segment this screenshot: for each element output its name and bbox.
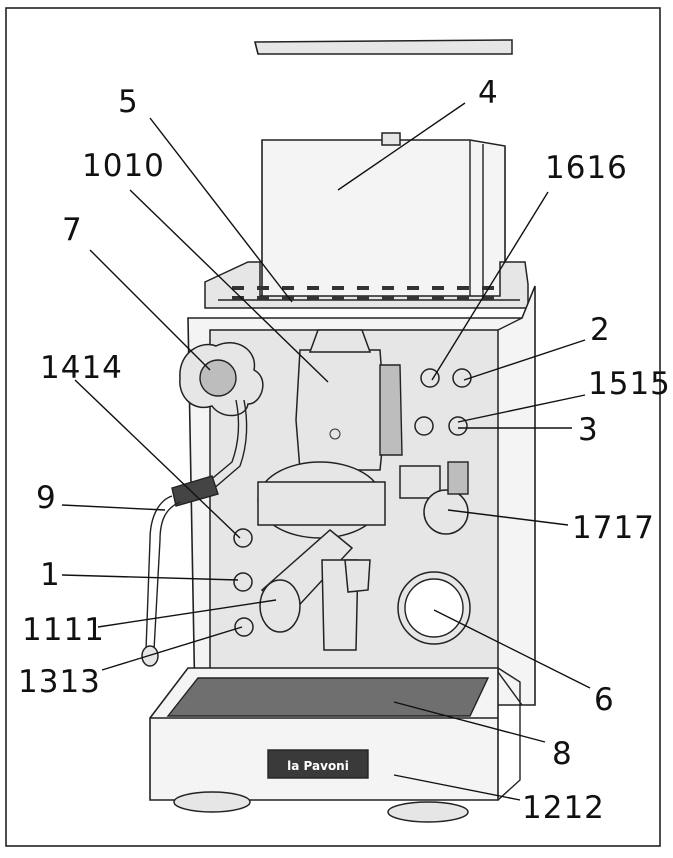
lid [254,39,513,55]
boiler-group [257,329,403,539]
label-1515: 1515 [588,366,671,402]
label-1313: 1313 [18,664,101,700]
label-6: 6 [594,682,615,718]
tray-slot [332,296,344,300]
label-2: 2 [590,312,611,348]
label-9: 9 [36,480,57,516]
tray-slot [382,296,394,300]
label-3: 3 [578,412,599,448]
portafilter [259,529,371,651]
tray-slot [457,286,469,290]
tray-slot [307,296,319,300]
label-1111: 1111 [22,612,105,648]
side-valve [399,461,469,535]
pressure-gauge [397,571,471,645]
tray-slot [432,296,444,300]
tray-slot [482,296,494,300]
label-1616: 1616 [545,150,628,186]
tray-slot [257,296,269,300]
tray-slot [382,286,394,290]
front-controls [233,368,472,637]
tray-slot [407,286,419,290]
label-5: 5 [118,84,139,120]
label-1212: 1212 [522,790,605,826]
tray-slot [357,296,369,300]
figure-border [5,7,661,847]
tray-slot [432,286,444,290]
tray-slot [232,296,244,300]
reference-numerals: 4 5 1010 1616 7 2 1414 1515 3 9 1717 1 1… [18,75,671,826]
label-1414: 1414 [40,350,123,386]
label-4: 4 [478,75,499,111]
tray-slot [282,296,294,300]
label-1717: 1717 [572,510,655,546]
tray-slot [332,286,344,290]
tray-slot [457,296,469,300]
label-7: 7 [62,212,83,248]
machine-base: la Pavoni [149,667,521,823]
label-1010: 1010 [82,148,165,184]
tank-tray [204,261,529,309]
tray-slot [232,286,244,290]
brand-badge: la Pavoni [287,759,349,773]
leader-lines [61,102,591,801]
label-8: 8 [552,736,573,772]
tray-slot [307,286,319,290]
tray-slot [357,286,369,290]
water-tank [261,132,506,299]
tray-slot [282,286,294,290]
tray-slot [407,296,419,300]
label-1: 1 [40,557,61,593]
tray-slot [257,286,269,290]
